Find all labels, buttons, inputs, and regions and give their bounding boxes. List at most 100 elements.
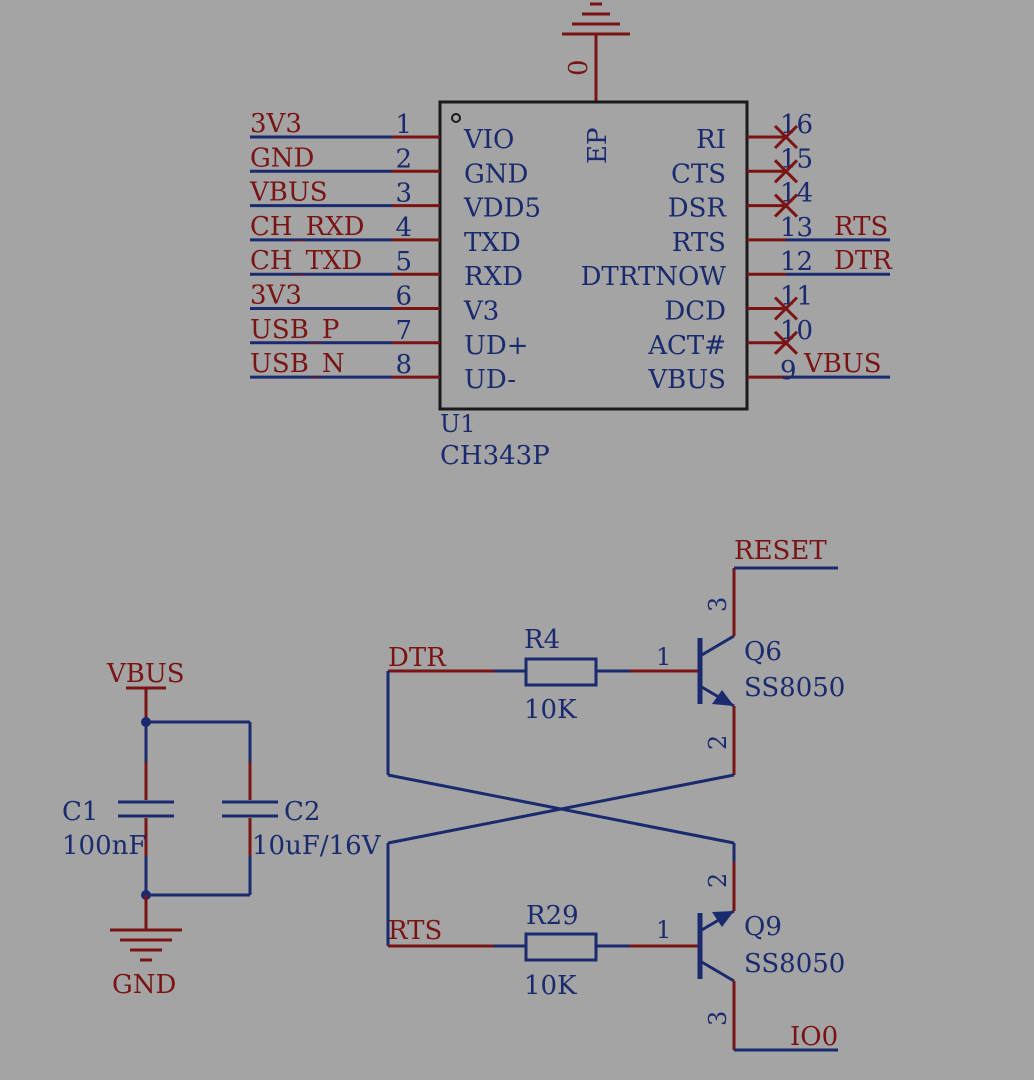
pin-name: GND: [464, 159, 528, 189]
no-connect-marker: [773, 193, 799, 218]
resistor-r4: [524, 657, 598, 687]
r29-value: 10K: [524, 971, 577, 1001]
pin1-marker: [451, 113, 461, 123]
ground-net-value: 0: [564, 59, 594, 76]
pin-number: 12: [780, 247, 813, 277]
ic-body: [438, 100, 749, 411]
decoupling-caps: VBUS GND C1: [62, 659, 382, 1000]
auto-reset-circuit: DTR R4 10K 1 Q6 SS8050 3 RESET 2 RTS: [386, 536, 845, 1052]
net-label: CH_TXD: [250, 246, 362, 276]
q9-part: SS8050: [744, 949, 845, 979]
no-connect-marker: [773, 124, 799, 150]
pin-number: 6: [395, 282, 412, 312]
pin-name: VDD5: [463, 194, 541, 224]
net-label: 3V3: [250, 281, 302, 311]
r4-value: 10K: [524, 695, 577, 725]
net-label: USB_P: [250, 315, 339, 345]
ic-designator: U1: [440, 410, 476, 438]
pin-name: VIO: [463, 125, 514, 155]
exposed-pad-label: EP: [583, 128, 613, 164]
q6-part: SS8050: [744, 673, 845, 703]
capacitor-c1: [118, 800, 174, 818]
q6-base-pin: 1: [656, 643, 671, 671]
pin-number: 3: [395, 179, 412, 209]
pin-name: VBUS: [647, 365, 726, 395]
c2-ref: C2: [284, 797, 320, 827]
pin-number: 1: [395, 110, 412, 140]
pin-number: 2: [395, 144, 412, 174]
q6-emitter-pin: 2: [704, 735, 732, 750]
net-label: DTR: [834, 246, 893, 276]
transistor-q9: [697, 909, 735, 983]
no-connect-marker: [773, 159, 799, 184]
pin-number: 13: [780, 213, 813, 243]
net-label: RTS: [834, 212, 888, 242]
rts-net-label: RTS: [388, 916, 442, 946]
io0-net-label: IO0: [790, 1022, 838, 1052]
ground-symbol-top: [562, 2, 630, 102]
net-label: GND: [250, 143, 314, 173]
pin-number: 5: [395, 247, 412, 277]
reset-net-label: RESET: [734, 536, 827, 566]
ic-pin-12: DTRTNOW 12 DTR: [581, 246, 894, 292]
q9-base-pin: 1: [656, 916, 671, 944]
net-label: VBUS: [249, 178, 328, 208]
gnd-power-label: GND: [112, 970, 176, 1000]
vbus-power-label: VBUS: [106, 659, 185, 689]
pin-name: RXD: [464, 262, 523, 292]
no-connect-marker: [773, 296, 799, 321]
pin-number: 4: [395, 213, 412, 243]
dtr-net-label: DTR: [388, 643, 447, 673]
c1-ref: C1: [62, 797, 98, 827]
pin-name: ACT#: [647, 331, 726, 361]
c2-value: 10uF/16V: [252, 831, 382, 861]
c1-value: 100nF: [62, 831, 146, 861]
ic-pin-10: ACT#10: [647, 316, 813, 361]
pin-name: V3: [463, 297, 499, 327]
net-label: CH_RXD: [250, 212, 365, 242]
pin-name: RI: [696, 125, 726, 155]
resistor-r29: [524, 932, 598, 962]
pin-name: UD-: [464, 365, 516, 395]
pin-name: DTRTNOW: [581, 262, 727, 292]
q9-ref: Q9: [744, 912, 782, 942]
pin-name: TXD: [464, 228, 521, 258]
capacitor-c2: [222, 800, 278, 818]
net-label: VBUS: [803, 349, 882, 379]
q6-ref: Q6: [744, 637, 782, 667]
net-label: 3V3: [250, 109, 302, 139]
junction-dot: [141, 717, 151, 727]
net-label: USB_N: [250, 349, 345, 379]
pin-name: DCD: [664, 297, 726, 327]
q9-emitter-pin: 2: [704, 873, 732, 888]
q9-collector-pin: 3: [704, 1011, 732, 1026]
pin-name: CTS: [671, 159, 726, 189]
q6-collector-pin: 3: [704, 597, 732, 612]
ic-part-number: CH343P: [440, 441, 550, 471]
no-connect-marker: [773, 330, 799, 355]
pin-name: RTS: [672, 228, 726, 258]
r4-ref: R4: [524, 625, 560, 655]
r29-ref: R29: [526, 901, 579, 931]
pin-number: 8: [395, 350, 412, 380]
transistor-q6: [697, 634, 735, 708]
ground-symbol-bottom: [110, 928, 182, 962]
